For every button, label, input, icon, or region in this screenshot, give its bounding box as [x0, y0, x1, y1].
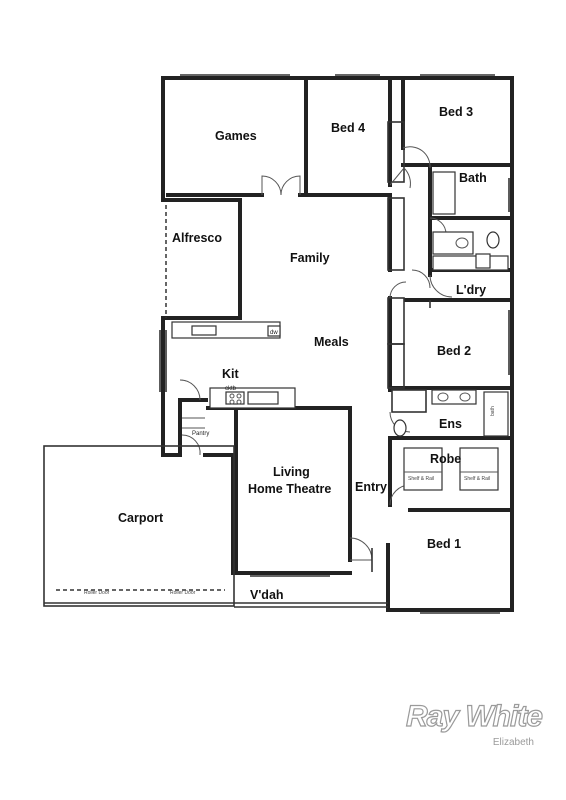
label-kit: Kit [222, 367, 240, 381]
label-vdah: V'dah [250, 588, 284, 602]
label-bath-fixture: bath [490, 406, 496, 416]
label-living: Living [273, 465, 310, 479]
wall-details [159, 121, 510, 413]
brand-office: Elizabeth [492, 737, 534, 748]
carport-outline [43, 445, 388, 608]
label-bed3: Bed 3 [439, 105, 473, 119]
label-alfresco: Alfresco [172, 231, 222, 245]
label-dw: dw [270, 330, 278, 336]
label-bath: Bath [459, 171, 487, 185]
label-family: Family [290, 251, 330, 265]
room-labels: Games Bed 4 Bed 3 Bath Alfresco Family L… [118, 105, 487, 602]
label-roller-door-right: Roller Door [170, 590, 196, 596]
label-bed4: Bed 4 [331, 121, 365, 135]
doors [179, 146, 453, 572]
label-ens: Ens [439, 417, 462, 431]
label-cktb: cktb [225, 386, 237, 392]
label-bed2: Bed 2 [437, 344, 471, 358]
annotations: Pantry dw cktb Shelf & Rail Shelf & Rail… [84, 330, 496, 596]
label-pantry: Pantry [192, 431, 209, 437]
brand-logo: Ray White [405, 699, 543, 733]
label-shelf-rail-right: Shelf & Rail [464, 476, 490, 482]
label-laundry: L'dry [456, 283, 486, 297]
label-entry: Entry [355, 480, 387, 494]
label-home-theatre: Home Theatre [248, 482, 331, 496]
windows [180, 74, 500, 614]
kitchen-fixtures [171, 321, 296, 429]
label-roller-door-left: Roller Door [84, 590, 110, 596]
outer-walls [161, 76, 514, 612]
label-meals: Meals [314, 335, 349, 349]
label-bed1: Bed 1 [427, 537, 461, 551]
label-games: Games [215, 129, 257, 143]
label-carport: Carport [118, 511, 164, 525]
wet-area-fixtures [393, 171, 509, 491]
label-robe: Robe [430, 452, 461, 466]
label-shelf-rail-left: Shelf & Rail [408, 476, 434, 482]
